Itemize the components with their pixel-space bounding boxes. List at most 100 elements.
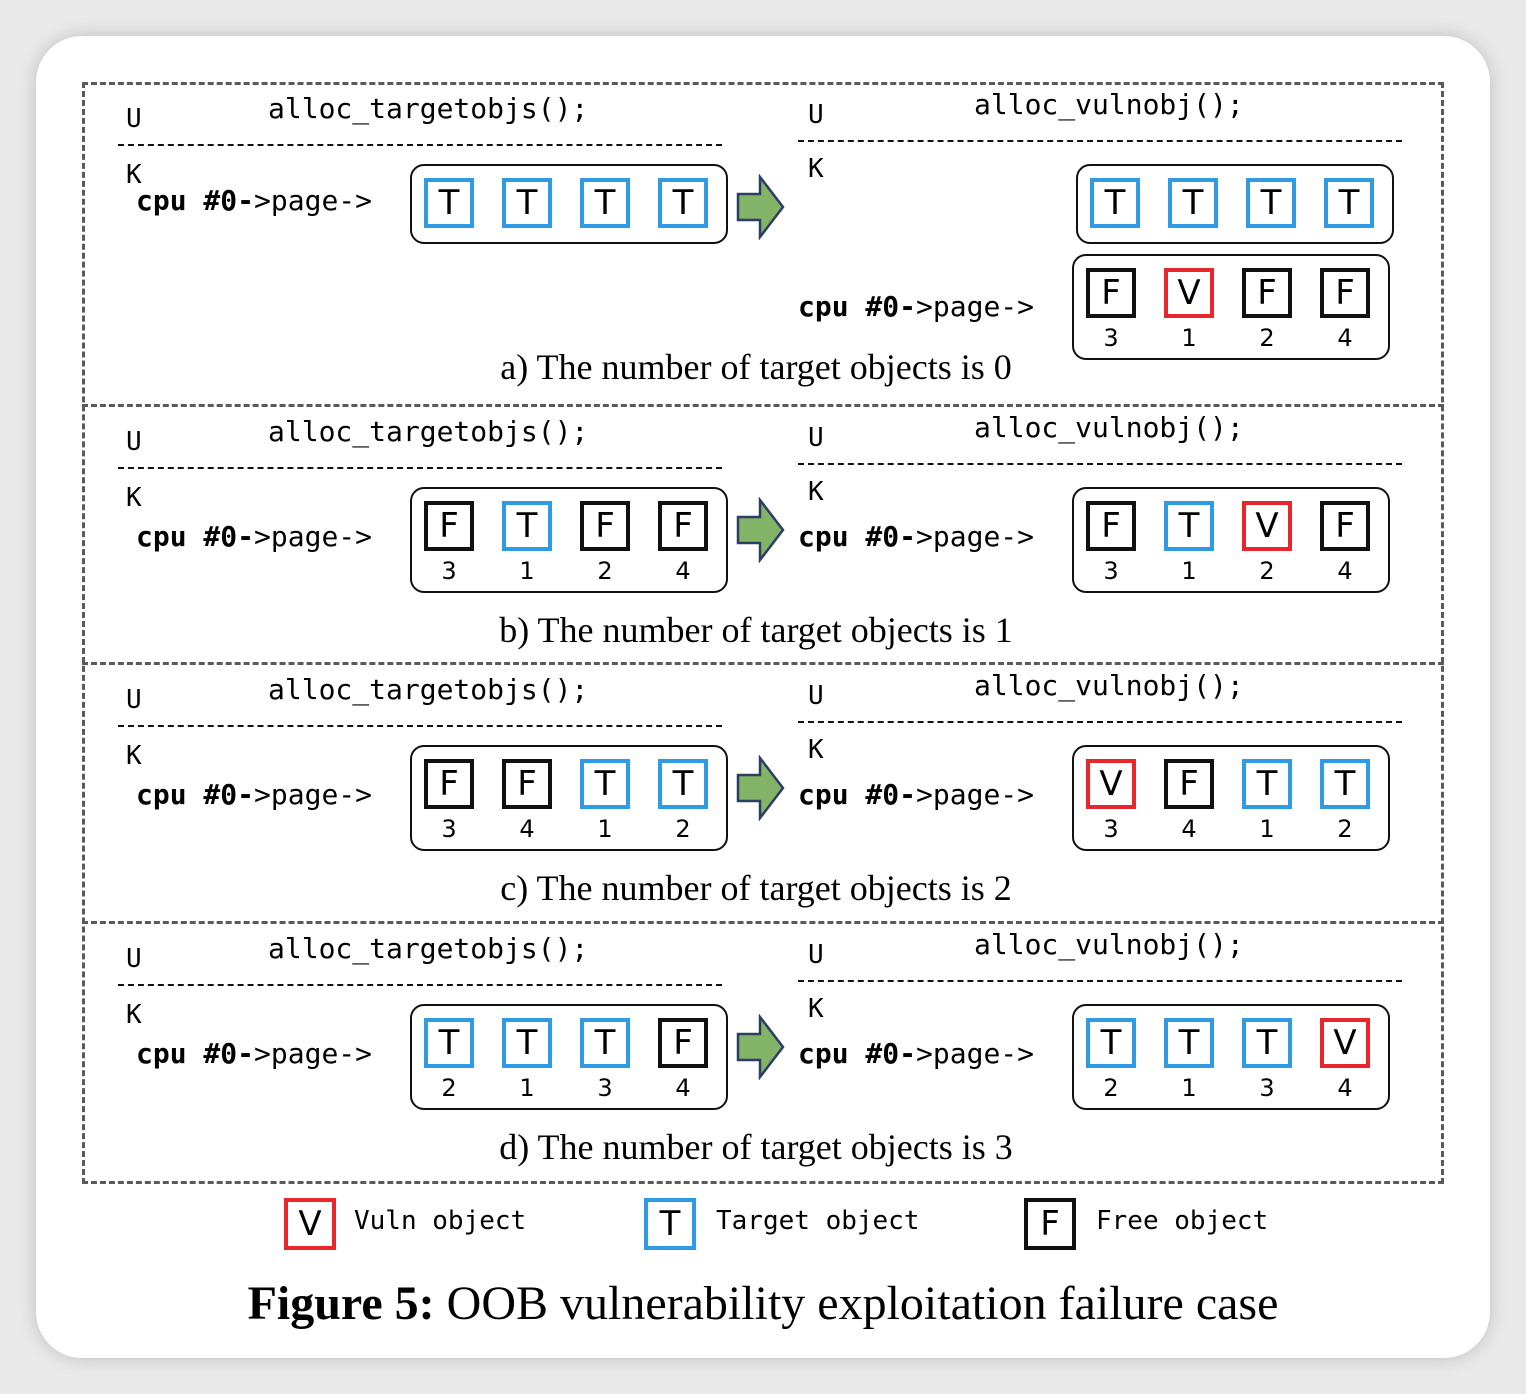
object-order-number: 4 — [675, 557, 691, 585]
target-object: T — [1320, 759, 1370, 809]
alloc-vulnobj-call: alloc_vulnobj(); — [974, 669, 1244, 702]
page-pointer: cpu #0->page-> — [798, 290, 1034, 323]
object-order-number: 3 — [597, 1074, 613, 1102]
transition-arrow-icon — [736, 755, 785, 821]
panel-caption: b) The number of target objects is 1 — [499, 610, 1013, 650]
vuln-object: V — [1086, 759, 1136, 809]
object-order-number: 2 — [675, 815, 691, 843]
kernel-space-label: K — [808, 154, 824, 184]
panel-divider — [82, 662, 1444, 665]
alloc-vulnobj-call: alloc_vulnobj(); — [974, 411, 1244, 444]
object-order-number: 2 — [1337, 815, 1353, 843]
free-object: F — [1242, 268, 1292, 318]
user-kernel-separator — [798, 140, 1402, 142]
object-order-number: 2 — [1103, 1074, 1119, 1102]
transition-arrow-icon — [736, 497, 785, 563]
object-order-number: 1 — [1181, 324, 1197, 352]
legend-target-box: T — [644, 1198, 696, 1250]
kernel-space-label: K — [126, 160, 142, 190]
object-order-number: 3 — [1103, 557, 1119, 585]
page-pointer: cpu #0->page-> — [136, 520, 372, 553]
user-space-label: U — [126, 104, 142, 134]
page-pointer: cpu #0->page-> — [136, 778, 372, 811]
target-object: T — [1168, 178, 1218, 228]
kernel-space-label: K — [126, 741, 142, 771]
target-object: T — [1164, 1018, 1214, 1068]
target-object: T — [424, 178, 474, 228]
user-space-label: U — [126, 685, 142, 715]
object-order-number: 1 — [1181, 1074, 1197, 1102]
kernel-space-label: K — [808, 994, 824, 1024]
object-order-number: 3 — [1103, 815, 1119, 843]
object-order-number: 4 — [1337, 1074, 1353, 1102]
user-space-label: U — [126, 944, 142, 974]
legend-free-box: F — [1024, 1198, 1076, 1250]
user-kernel-separator — [118, 984, 722, 986]
free-object: F — [424, 759, 474, 809]
target-object: T — [1086, 1018, 1136, 1068]
page-pointer: cpu #0->page-> — [798, 520, 1034, 553]
object-order-number: 2 — [1259, 557, 1275, 585]
cpu-label: cpu #0- — [798, 520, 917, 553]
user-kernel-separator — [798, 463, 1402, 465]
kernel-space-label: K — [808, 477, 824, 507]
kernel-space-label: K — [808, 735, 824, 765]
object-order-number: 2 — [441, 1074, 457, 1102]
free-object: F — [1320, 268, 1370, 318]
alloc-targetobjs-call: alloc_targetobjs(); — [268, 673, 589, 706]
object-order-number: 3 — [1259, 1074, 1275, 1102]
alloc-targetobjs-call: alloc_targetobjs(); — [268, 932, 589, 965]
cpu-label: cpu #0- — [798, 1037, 917, 1070]
kernel-space-label: K — [126, 483, 142, 513]
target-object: T — [502, 1018, 552, 1068]
legend-free-label: Free object — [1096, 1206, 1269, 1236]
user-space-label: U — [126, 427, 142, 457]
alloc-vulnobj-call: alloc_vulnobj(); — [974, 928, 1244, 961]
target-object: T — [580, 1018, 630, 1068]
panel-caption: a) The number of target objects is 0 — [500, 347, 1012, 387]
page-label: >page-> — [916, 1037, 1035, 1070]
page-label: >page-> — [254, 184, 373, 217]
target-object: T — [502, 501, 552, 551]
page-label: >page-> — [916, 290, 1035, 323]
right-page-old — [1076, 164, 1394, 244]
user-kernel-separator — [118, 725, 722, 727]
panel-caption: d) The number of target objects is 3 — [499, 1127, 1013, 1167]
page-label: >page-> — [916, 520, 1035, 553]
free-object: F — [1086, 268, 1136, 318]
left-page — [410, 164, 728, 244]
panel-divider — [82, 921, 1444, 924]
page-label: >page-> — [254, 1037, 373, 1070]
cpu-label: cpu #0- — [136, 1037, 255, 1070]
user-space-label: U — [808, 940, 824, 970]
alloc-targetobjs-call: alloc_targetobjs(); — [268, 92, 589, 125]
legend-vuln-box: V — [284, 1198, 336, 1250]
target-object: T — [424, 1018, 474, 1068]
target-object: T — [502, 178, 552, 228]
target-object: T — [1242, 759, 1292, 809]
cpu-label: cpu #0- — [136, 778, 255, 811]
user-kernel-separator — [798, 980, 1402, 982]
user-kernel-separator — [118, 144, 722, 146]
user-kernel-separator — [118, 467, 722, 469]
target-object: T — [1164, 501, 1214, 551]
panel-caption: c) The number of target objects is 2 — [500, 868, 1012, 908]
figure-caption-prefix: Figure 5: — [247, 1277, 435, 1330]
target-object: T — [1246, 178, 1296, 228]
free-object: F — [502, 759, 552, 809]
legend-vuln-label: Vuln object — [354, 1206, 527, 1236]
object-order-number: 4 — [519, 815, 535, 843]
target-object: T — [658, 178, 708, 228]
cpu-label: cpu #0- — [798, 778, 917, 811]
object-order-number: 1 — [519, 557, 535, 585]
free-object: F — [1320, 501, 1370, 551]
panel-divider — [82, 404, 1444, 407]
object-order-number: 4 — [675, 1074, 691, 1102]
alloc-targetobjs-call: alloc_targetobjs(); — [268, 415, 589, 448]
user-kernel-separator — [798, 721, 1402, 723]
user-space-label: U — [808, 681, 824, 711]
vuln-object: V — [1242, 501, 1292, 551]
cpu-label: cpu #0- — [136, 184, 255, 217]
target-object: T — [580, 759, 630, 809]
object-order-number: 3 — [441, 815, 457, 843]
